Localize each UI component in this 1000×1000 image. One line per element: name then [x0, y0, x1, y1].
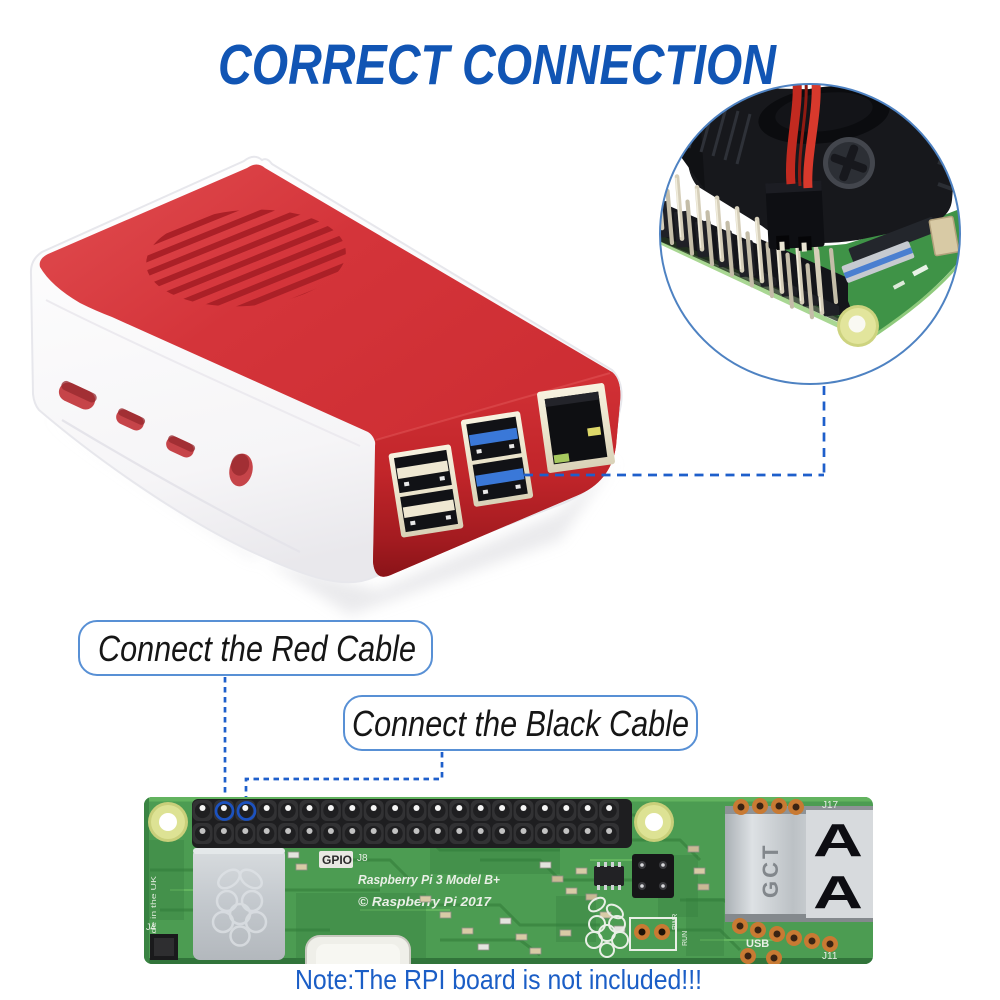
svg-text:J11: J11: [822, 951, 838, 962]
svg-text:J4: J4: [146, 922, 156, 932]
svg-text:Note:The RPI board is not incl: Note:The RPI board is not included!!!: [295, 964, 702, 995]
svg-text:GCT: GCT: [758, 843, 783, 898]
svg-text:Made in the UK: Made in the UK: [149, 876, 158, 948]
svg-text:USB: USB: [746, 938, 769, 950]
svg-text:Raspberry Pi 3 Model B+: Raspberry Pi 3 Model B+: [358, 872, 500, 887]
svg-text:PWR: PWR: [672, 914, 679, 930]
svg-text:A: A: [813, 814, 863, 866]
svg-text:GPIO: GPIO: [322, 853, 352, 867]
svg-text:RUN: RUN: [682, 931, 689, 946]
svg-text:Connect the Black Cable: Connect the Black Cable: [352, 703, 689, 744]
svg-text:Connect the Red Cable: Connect the Red Cable: [98, 628, 416, 669]
svg-text:J8: J8: [357, 853, 368, 864]
svg-text:J17: J17: [822, 800, 839, 811]
svg-text:CORRECT CONNECTION: CORRECT CONNECTION: [218, 33, 778, 97]
svg-text:A: A: [813, 866, 863, 918]
